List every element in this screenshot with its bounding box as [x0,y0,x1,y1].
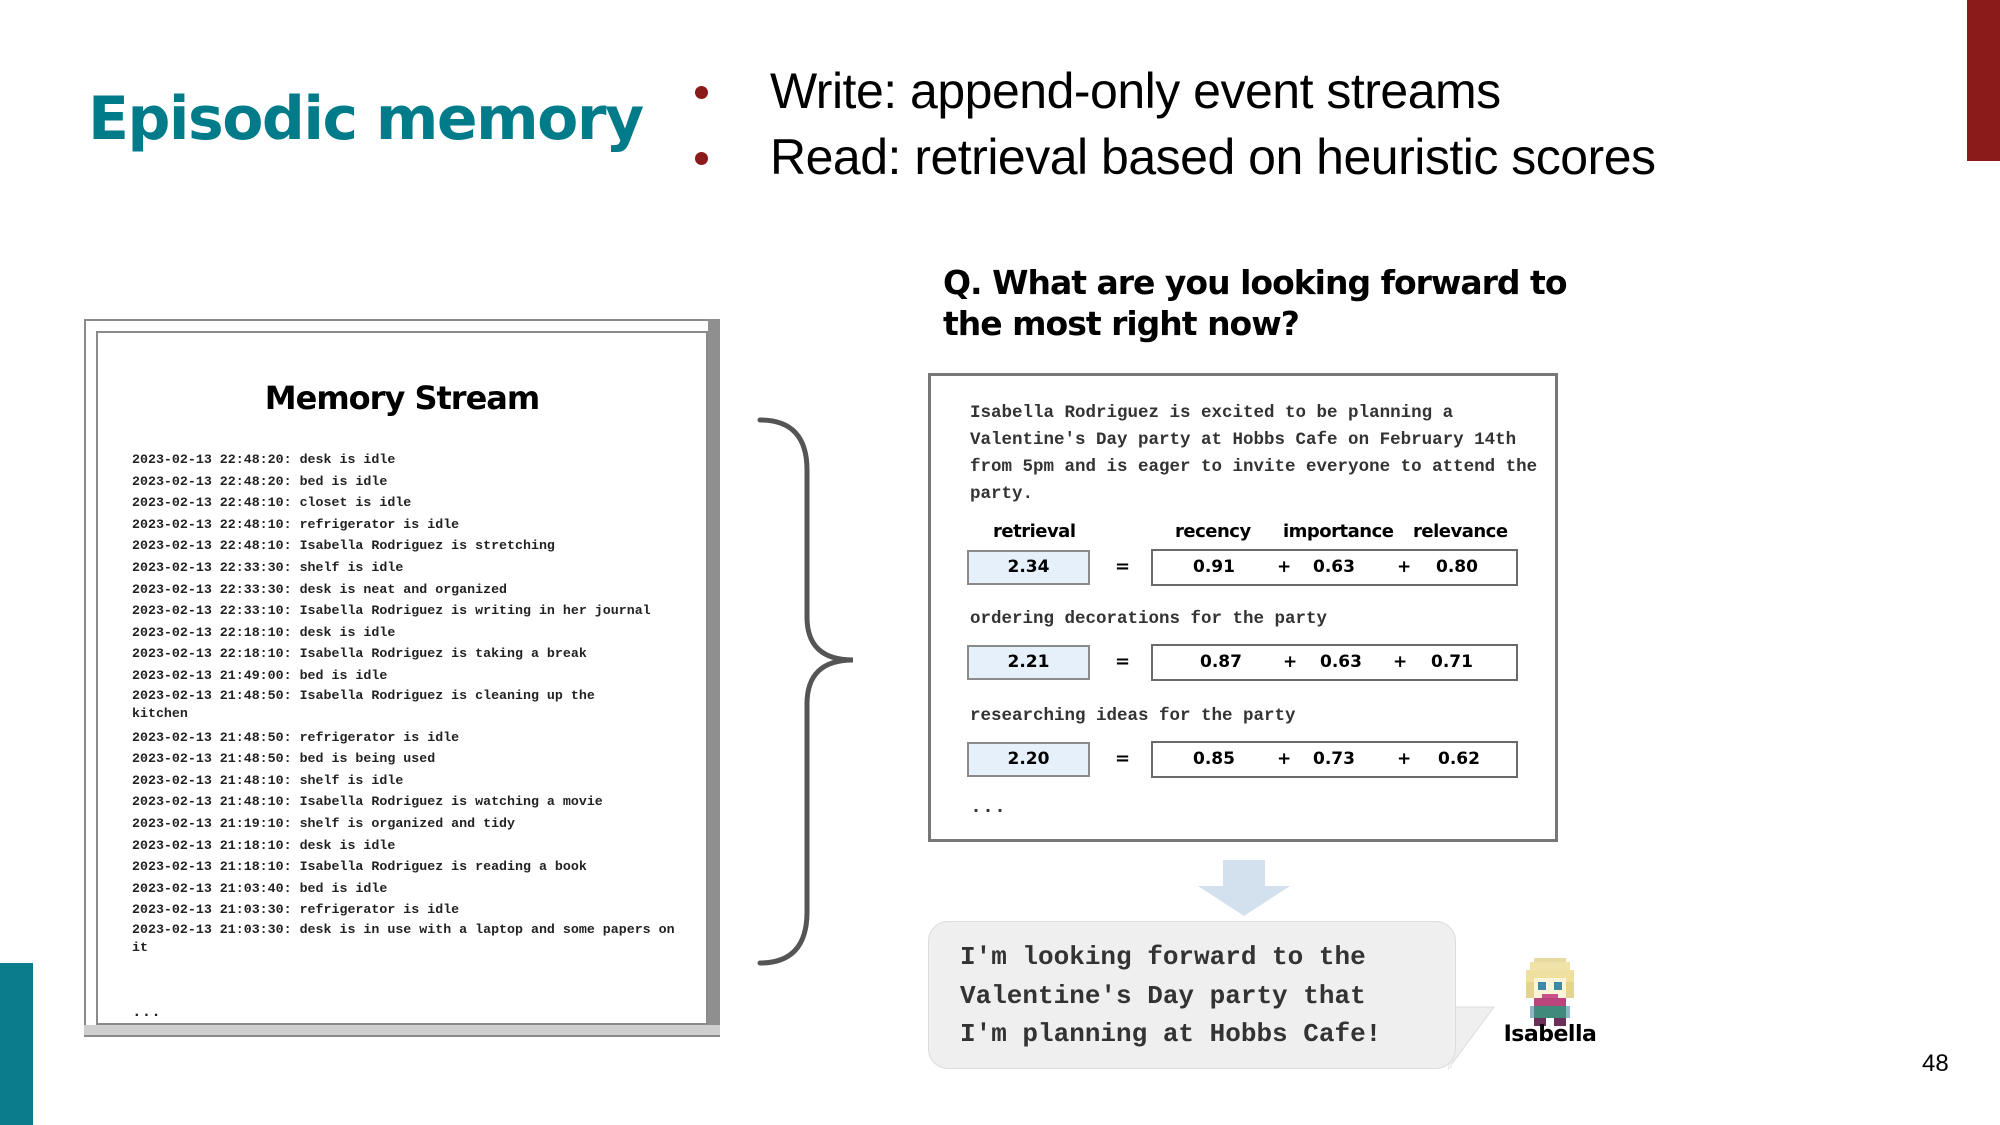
memory-entry: 2023-02-13 22:18:10: Isabella Rodriguez … [132,646,587,662]
speaker-name: Isabella [1503,1022,1597,1047]
plus-operator: + [1277,557,1292,577]
bullet-dot-icon [695,86,708,99]
memory-entry: 2023-02-13 21:18:10: desk is idle [132,837,396,853]
page-number: 48 [1922,1050,1949,1077]
equals-sign: = [1115,556,1131,577]
retrieval-score: 2.20 [967,742,1090,777]
score-formula: 0.87 + 0.63 + 0.71 [1151,644,1518,681]
memory-entry: 2023-02-13 22:18:10: desk is idle [132,624,396,640]
relevance-value: 0.62 [1438,749,1480,769]
score-formula: 0.91 + 0.63 + 0.80 [1151,549,1518,586]
response-bubble: I'm looking forward to the Valentine's D… [928,921,1456,1069]
memory-entry: 2023-02-13 22:48:20: desk is idle [132,452,396,467]
frame-bevel-right [708,319,720,1037]
retrieval-ellipsis: ... [970,796,1007,819]
memory-entry: 2023-02-13 21:03:30: desk is in use with… [132,921,683,955]
memory-entry: 2023-02-13 21:48:50: Isabella Rodriguez … [132,687,603,721]
memory-entry: 2023-02-13 21:48:50: bed is being used [132,751,436,767]
memory-entry: 2023-02-13 22:33:30: desk is neat and or… [132,581,508,597]
header-retrieval: retrieval [993,521,1076,542]
recency-value: 0.85 [1193,749,1235,769]
memory-entry: 2023-02-13 22:48:10: Isabella Rodriguez … [132,538,555,554]
memory-entry: 2023-02-13 22:48:10: closet is idle [132,495,412,511]
memory-text: researching ideas for the party [970,706,1296,726]
plus-operator: + [1393,652,1408,672]
down-arrow-icon [1198,860,1290,916]
retrieval-score: 2.21 [967,645,1090,680]
memory-entry: 2023-02-13 21:49:00: bed is idle [132,667,388,683]
header-recency: recency [1175,521,1251,542]
plus-operator: + [1277,749,1292,769]
slide-title: Episodic memory [88,84,644,154]
isabella-avatar-icon [1526,958,1574,1026]
memory-stream-content: Memory Stream 2023-02-13 22:48:20: desk … [96,331,708,1025]
relevance-value: 0.71 [1431,652,1473,672]
memory-entry: 2023-02-13 21:03:40: bed is idle [132,880,388,896]
retrieval-panel: Isabella Rodriguez is excited to be plan… [928,373,1558,842]
response-text: I'm looking forward to the Valentine's D… [960,942,1382,1049]
retrieval-score: 2.34 [967,550,1090,585]
bullet-text: Write: append-only event streams [770,63,1501,119]
memory-entry: 2023-02-13 21:19:10: shelf is organized … [132,815,516,831]
memory-entry: 2023-02-13 22:33:10: Isabella Rodriguez … [132,603,651,619]
accent-bar-red [1967,0,2000,161]
memory-entry: 2023-02-13 21:48:10: shelf is idle [132,772,404,788]
memory-entry: 2023-02-13 22:33:30: shelf is idle [132,559,404,575]
memory-entry: 2023-02-13 21:18:10: Isabella Rodriguez … [132,859,587,875]
importance-value: 0.63 [1313,557,1355,577]
recency-value: 0.91 [1193,557,1235,577]
question-heading: Q. What are you looking forward to the m… [943,263,1568,343]
bullet-text: Read: retrieval based on heuristic score… [770,129,1656,185]
memory-text: Isabella Rodriguez is excited to be plan… [970,403,1538,504]
importance-value: 0.63 [1320,652,1362,672]
plus-operator: + [1397,557,1412,577]
header-relevance: relevance [1413,521,1508,542]
memory-stream-ellipsis: ... [132,1003,161,1021]
memory-stream-title: Memory Stream [264,379,540,417]
recency-value: 0.87 [1200,652,1242,672]
memory-entry: 2023-02-13 22:48:10: refrigerator is idl… [132,516,460,532]
plus-operator: + [1283,652,1298,672]
score-formula: 0.85 + 0.73 + 0.62 [1151,741,1518,778]
bullet-dot-icon [695,152,708,165]
memory-entry: 2023-02-13 22:48:20: bed is idle [132,473,388,489]
memory-entry: 2023-02-13 21:48:50: refrigerator is idl… [132,729,460,745]
header-importance: importance [1283,521,1394,542]
memory-entry: 2023-02-13 21:03:30: refrigerator is idl… [132,902,460,918]
relevance-value: 0.80 [1436,557,1478,577]
memory-text: ordering decorations for the party [970,609,1328,629]
accent-bar-teal [0,963,33,1125]
memory-stream-list: 2023-02-13 22:48:20: desk is idle 2023-0… [132,449,692,961]
plus-operator: + [1397,749,1412,769]
frame-bevel-bottom [84,1025,720,1037]
curly-brace-icon [757,417,854,966]
importance-value: 0.73 [1313,749,1355,769]
equals-sign: = [1115,651,1131,672]
memory-stream-panel: Memory Stream 2023-02-13 22:48:20: desk … [84,319,720,1037]
memory-entry: 2023-02-13 21:48:10: Isabella Rodriguez … [132,794,603,810]
equals-sign: = [1115,748,1131,769]
